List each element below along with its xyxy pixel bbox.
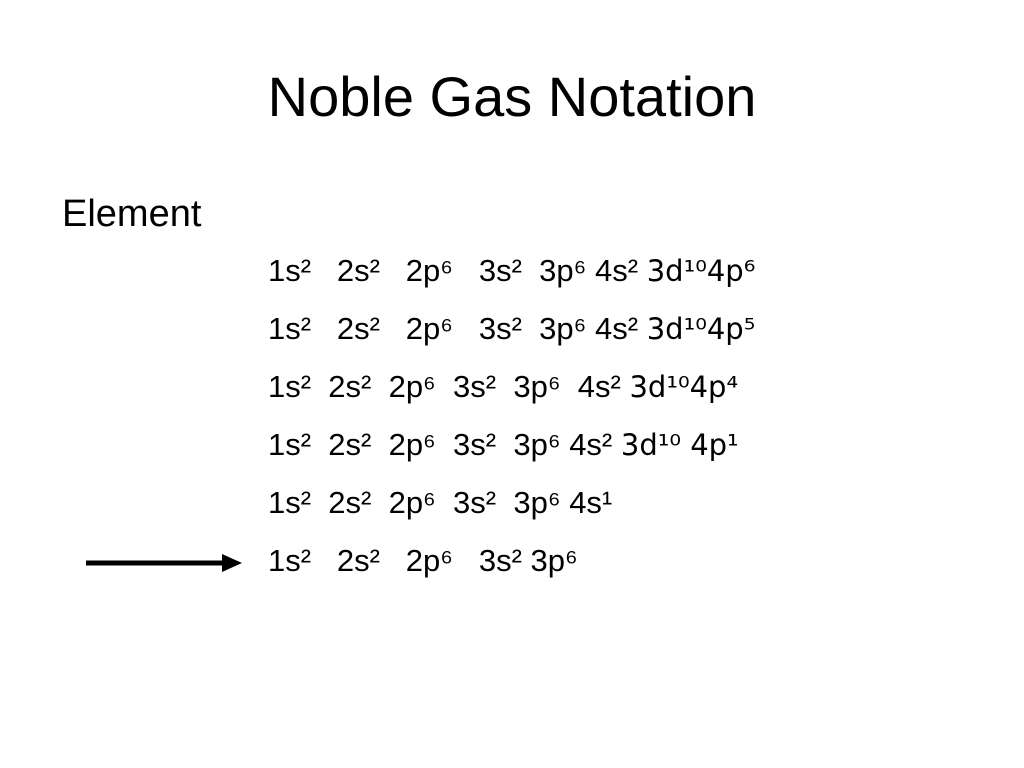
configuration-main: 1s² 2s² 2p⁶ 3s² 3p⁶ 4s¹ xyxy=(268,485,613,520)
configuration-tail: 3d¹⁰4p⁴ xyxy=(629,370,739,404)
configuration-row: 1s² 2s² 2p⁶ 3s² 3p⁶ 4s² 3d¹⁰4p⁵ xyxy=(268,306,988,364)
configuration-row: 1s² 2s² 2p⁶ 3s² 3p⁶ 4s² 3d¹⁰ 4p¹ xyxy=(268,422,988,480)
configuration-tail: 3d¹⁰4p⁵ xyxy=(646,312,756,346)
configuration-main: 1s² 2s² 2p⁶ 3s² 3p⁶ 4s² xyxy=(268,427,621,462)
configuration-main: 1s² 2s² 2p⁶ 3s² 3p⁶ 4s² xyxy=(268,369,630,404)
configuration-main: 1s² 2s² 2p⁶ 3s² 3p⁶ 4s² xyxy=(268,311,647,346)
slide-title: Noble Gas Notation xyxy=(267,65,757,128)
electron-configuration-list: 1s² 2s² 2p⁶ 3s² 3p⁶ 4s² 3d¹⁰4p⁶ 1s² 2s² … xyxy=(268,248,988,596)
configuration-main: 1s² 2s² 2p⁶ 3s² 3p⁶ 4s² xyxy=(268,253,647,288)
configuration-row: 1s² 2s² 2p⁶ 3s² 3p⁶ 4s² 3d¹⁰4p⁶ xyxy=(268,248,988,306)
configuration-row: 1s² 2s² 2p⁶ 3s² 3p⁶ xyxy=(268,538,988,596)
configuration-main: 1s² 2s² 2p⁶ 3s² 3p⁶ xyxy=(268,543,578,578)
configuration-row: 1s² 2s² 2p⁶ 3s² 3p⁶ 4s² 3d¹⁰4p⁴ xyxy=(268,364,988,422)
configuration-row: 1s² 2s² 2p⁶ 3s² 3p⁶ 4s¹ xyxy=(268,480,988,538)
arrow-right-icon xyxy=(86,554,242,572)
configuration-tail: 3d¹⁰4p⁶ xyxy=(646,254,756,288)
configuration-tail: 3d¹⁰ 4p¹ xyxy=(620,428,739,462)
element-label: Element xyxy=(62,193,202,235)
